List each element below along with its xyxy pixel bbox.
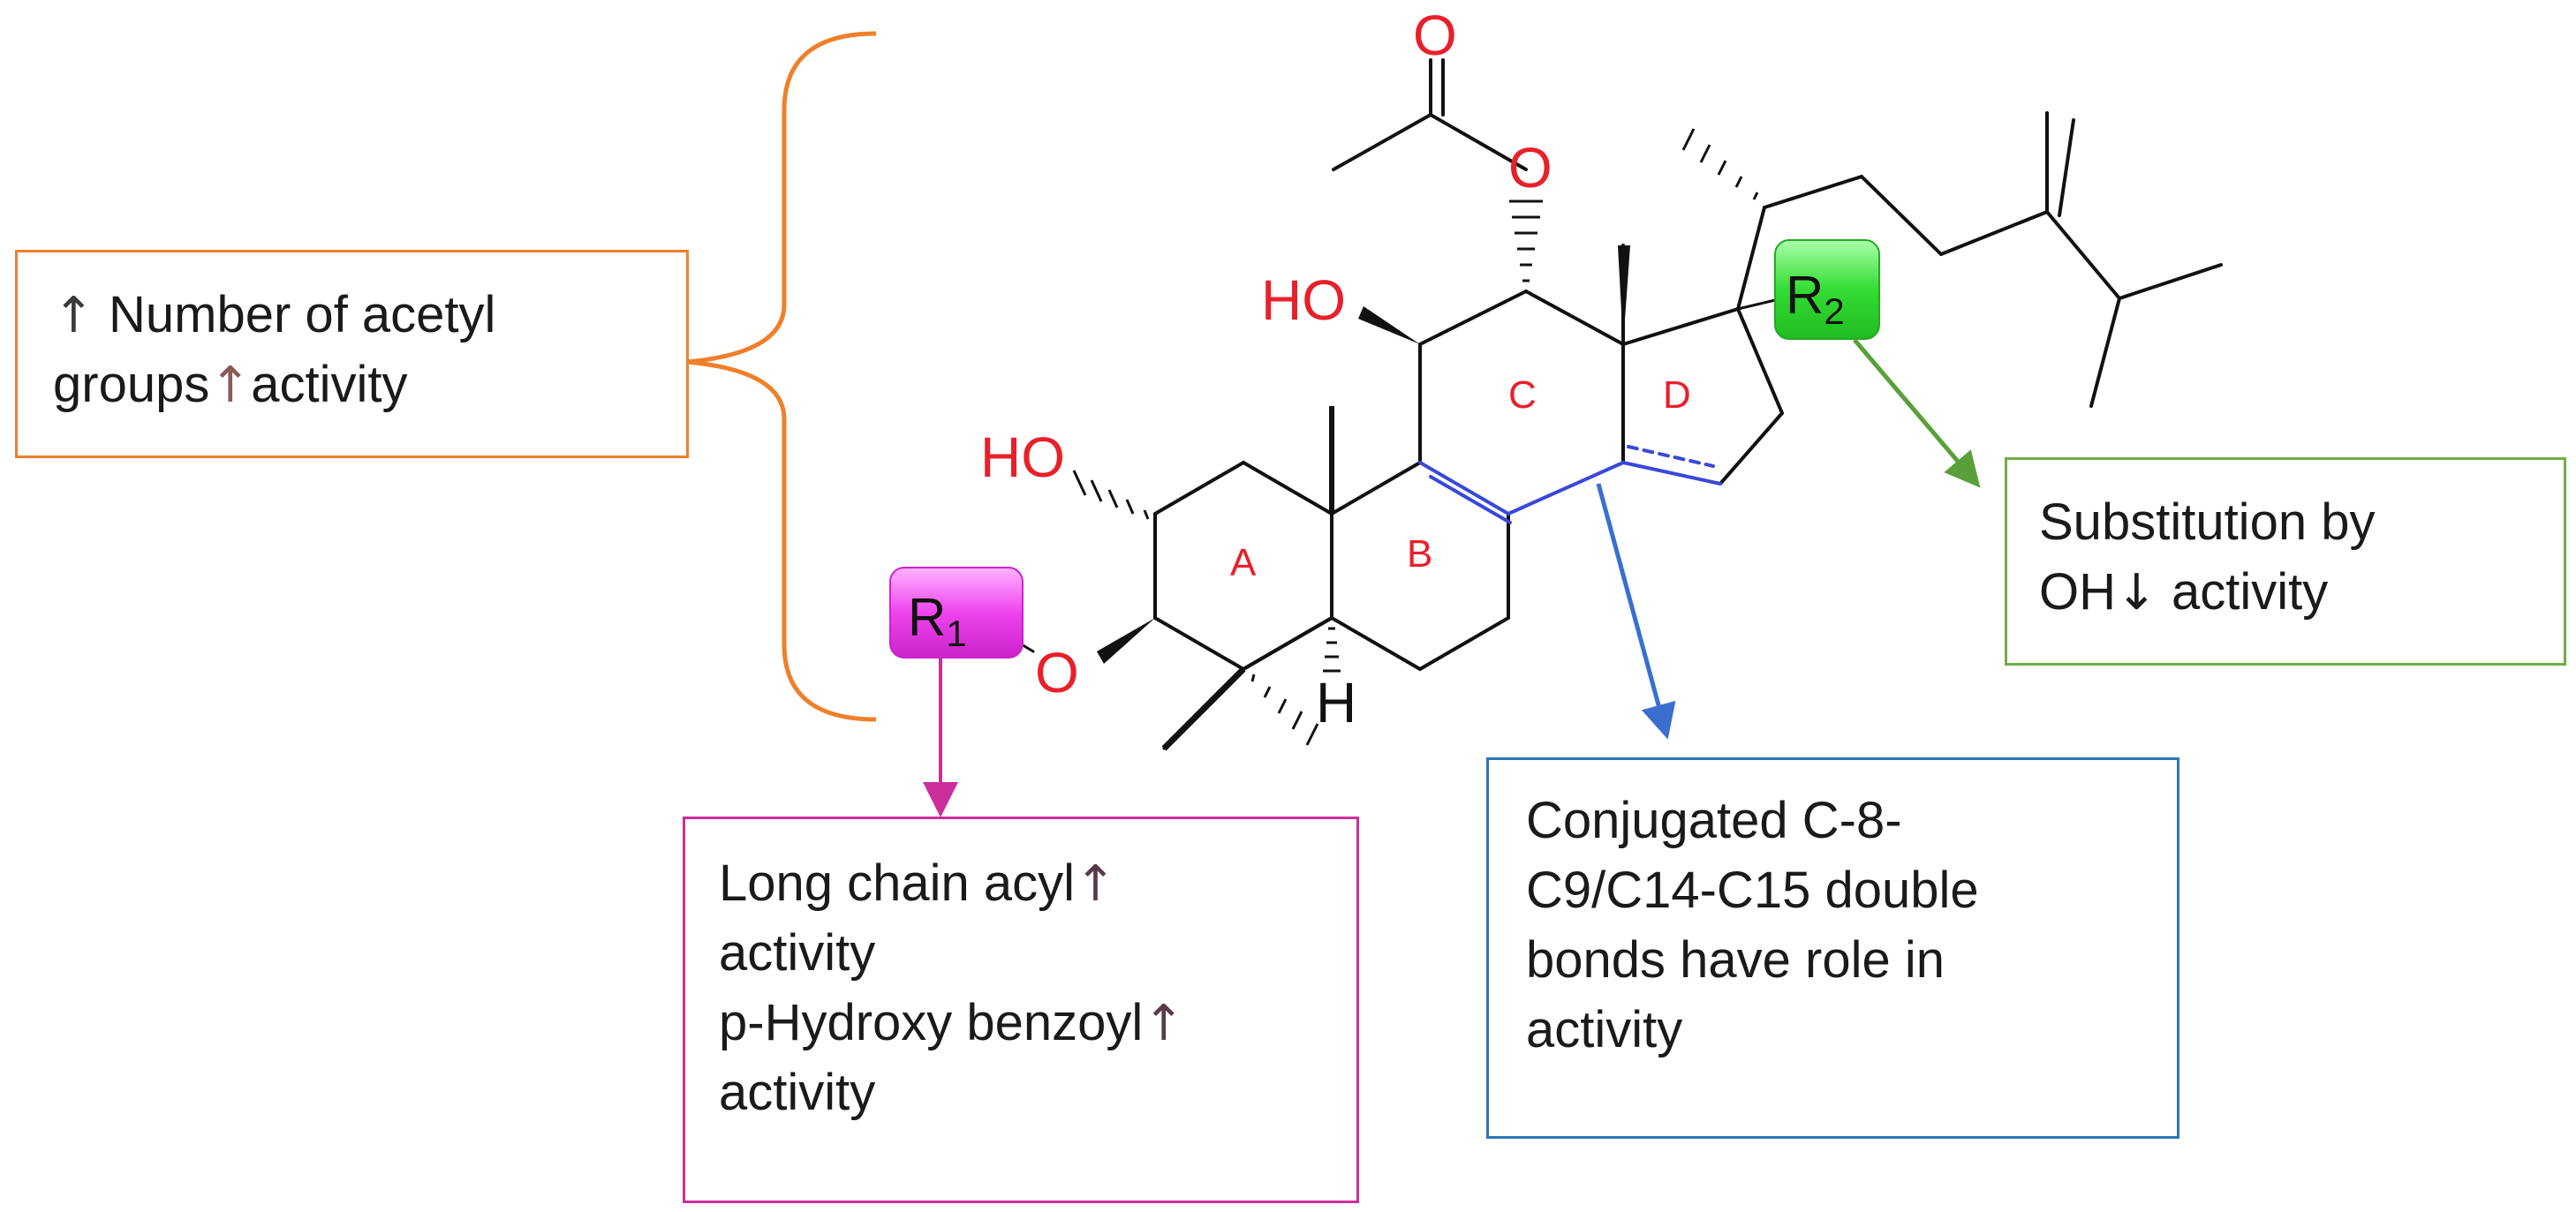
acyl-line-4: activity — [719, 1063, 876, 1121]
acyl-line-3: p-Hydroxy benzoyl↑ — [719, 989, 1356, 1058]
ring-d-label: D — [1663, 373, 1691, 417]
double-bond-annotation-box: Conjugated C-8- C9/C14-C15 double bonds … — [1486, 757, 2179, 1139]
ring-b-label: B — [1407, 532, 1432, 576]
acetyl-line-2-text: groups — [53, 355, 210, 413]
r2-subscript: 2 — [1824, 290, 1844, 332]
r2-highlight-box — [1774, 239, 1880, 340]
oh-line-2-end: activity — [2157, 562, 2329, 621]
oh-line-2: OH↓ activity — [2039, 558, 2564, 628]
double-line-2: C9/C14-C15 double — [1526, 861, 1979, 919]
acetyl-line-1-text: Number of acetyl — [94, 286, 496, 343]
r1-label: R1 — [908, 588, 967, 654]
up-arrow-icon: ↑ — [1143, 994, 1185, 1052]
stereo-bonds — [1072, 128, 1759, 751]
ring-a-label: A — [1230, 541, 1257, 584]
oh-arrow — [1853, 338, 1981, 488]
oh-line-2-text: OH — [2039, 562, 2116, 621]
acyl-line-3-text: p-Hydroxy benzoyl — [719, 993, 1144, 1051]
acyl-line-2: activity — [719, 923, 876, 982]
c5-hydrogen-label: H — [1316, 671, 1356, 734]
ho-c2-label: HO — [980, 425, 1065, 489]
acetyl-line-1: ↑ Number of acetyl — [53, 281, 686, 350]
acetyl-annotation-box: ↑ Number of acetyl groups↑activity — [15, 250, 689, 458]
up-arrow-icon: ↑ — [53, 287, 94, 344]
down-arrow-icon: ↓ — [2116, 563, 2157, 621]
double-line-3: bonds have role in — [1526, 930, 1945, 989]
double-line-4: activity — [1526, 1000, 1683, 1058]
oh-line-1: Substitution by — [2039, 493, 2376, 551]
acyl-line-1: Long chain acyl↑ — [719, 849, 1356, 919]
r2-letter: R — [1786, 266, 1824, 325]
ester-oxygen-label: O — [1508, 136, 1552, 199]
double-line-1: Conjugated C-8- — [1526, 792, 1902, 849]
c3-oxygen-label: O — [1035, 641, 1079, 704]
acetyl-line-2: groups↑activity — [53, 350, 686, 420]
atom-labels: O O HO HO O H — [980, 4, 1552, 734]
r1-highlight-box — [889, 567, 1024, 659]
conjugated-double-bonds — [1418, 445, 1722, 524]
up-arrow-icon: ↑ — [209, 356, 252, 414]
acyl-annotation-box: Long chain acyl↑ activity p-Hydroxy benz… — [683, 817, 1359, 1203]
acetyl-line-2-end: activity — [251, 355, 408, 413]
molecule-skeleton — [1005, 58, 2223, 750]
oh-annotation-box: Substitution by OH↓ activity — [2005, 457, 2566, 666]
carbonyl-oxygen-label: O — [1413, 4, 1457, 67]
r2-label: R2 — [1786, 266, 1845, 332]
ring-c-label: C — [1508, 373, 1537, 417]
acetyl-bracket — [686, 31, 877, 722]
r1-subscript: 1 — [946, 613, 966, 654]
ho-c11-label: HO — [1261, 268, 1346, 332]
up-arrow-icon: ↑ — [1075, 855, 1116, 913]
r1-letter: R — [908, 588, 946, 647]
acyl-line-1-text: Long chain acyl — [719, 854, 1076, 912]
ring-letters: A B C D — [1230, 373, 1691, 584]
double-bond-arrow — [1596, 483, 1676, 740]
